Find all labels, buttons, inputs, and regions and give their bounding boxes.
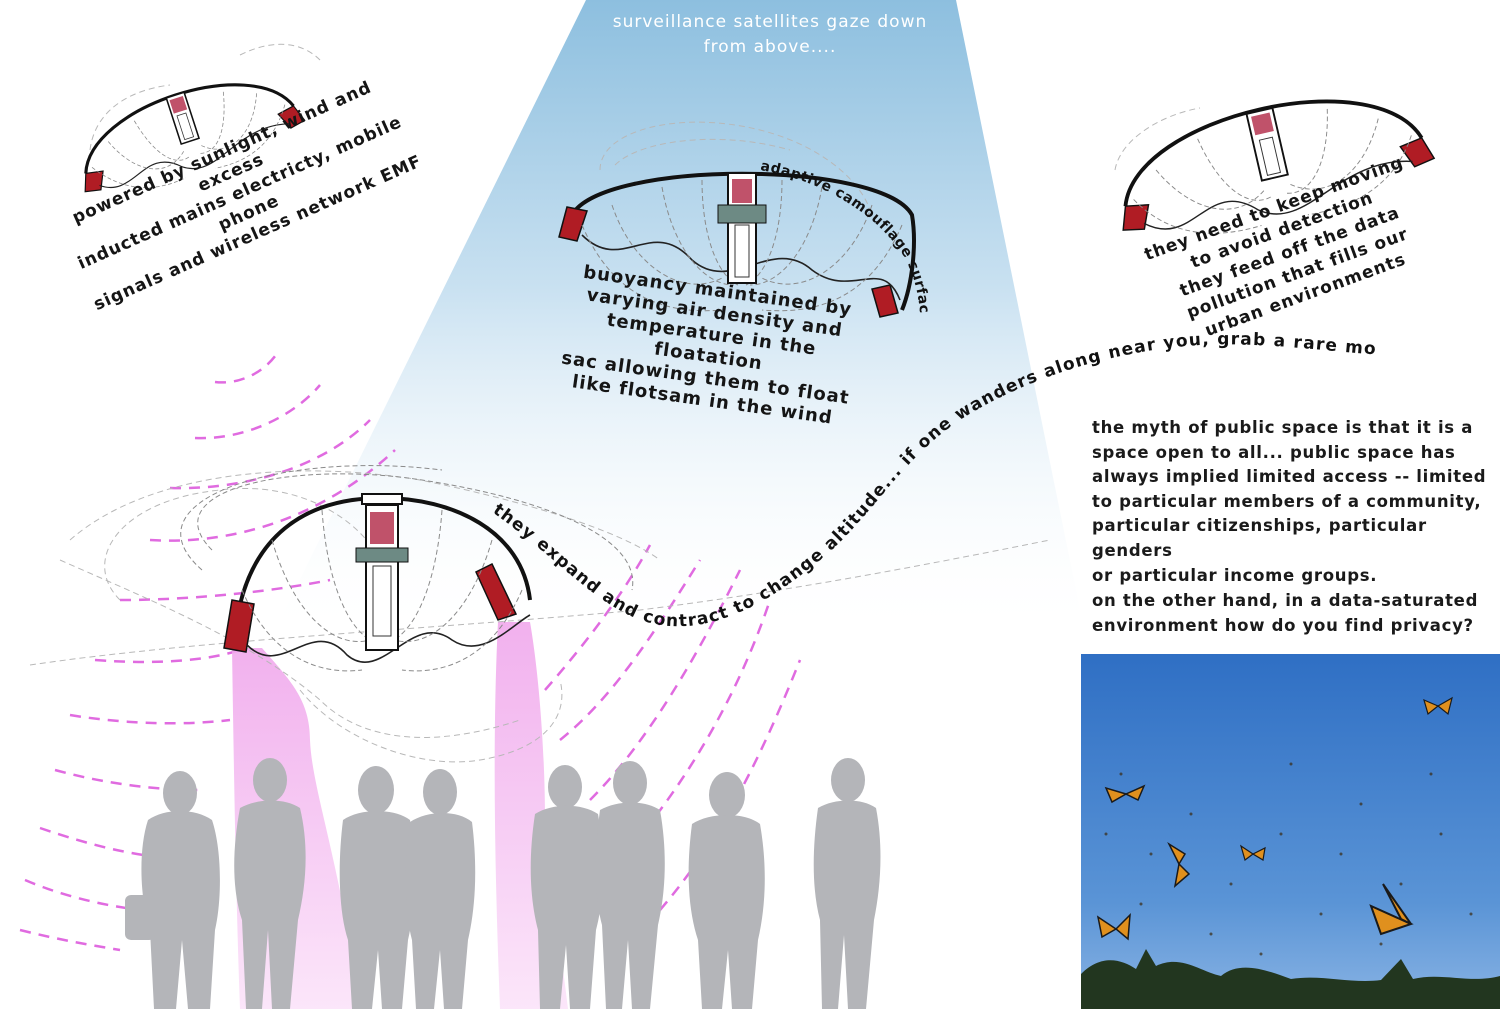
essay-p1-line-1: the myth of public space is that it is a [1092, 418, 1474, 437]
crowd [125, 758, 881, 1009]
jellyfish-center-icon [558, 171, 916, 318]
monarch-butterfly-icon [1369, 883, 1414, 936]
monarch-butterfly-icon [1167, 841, 1191, 888]
essay-p1-line-6: or particular income groups. [1092, 565, 1378, 585]
human-silhouette-icon [813, 758, 881, 1009]
human-silhouette-icon [125, 771, 220, 1009]
satellite-caption-line-1: surveillance satellites gaze down [612, 12, 928, 32]
human-silhouette-icon [234, 758, 306, 1009]
satellite-caption: surveillance satellites gaze down from a… [560, 10, 980, 60]
treeline [1081, 949, 1500, 1009]
human-silhouette-icon [595, 761, 665, 1009]
human-silhouette-icon [339, 766, 415, 1009]
satellite-beam [270, 0, 1080, 640]
essay-p2-line-1: on the other hand, in a data-saturated [1092, 591, 1479, 610]
monarch-butterfly-icon [1096, 913, 1131, 941]
monarch-butterfly-icon [1423, 696, 1453, 716]
essay-p1-line-2: space open to all... public space has [1092, 442, 1456, 462]
jellyfish-large-icon [180, 465, 634, 672]
butterfly-photo [1081, 654, 1500, 1009]
essay-p1-line-3: always implied limited access -- limited [1092, 467, 1487, 487]
human-silhouette-icon [688, 772, 765, 1009]
satellite-caption-line-2: from above.... [703, 37, 837, 57]
human-silhouette-icon [385, 769, 476, 1009]
jellyfish-top-right-icon [1122, 99, 1436, 234]
essay-p2-line-2: environment how do you find privacy? [1092, 615, 1474, 635]
essay-p1-line-5: particular citizenships, particular gend… [1092, 516, 1427, 560]
monarch-butterfly-icon [1239, 844, 1266, 862]
jellyfish-top-left-icon [84, 83, 306, 193]
butterfly-speckles [1104, 762, 1473, 956]
essay-paragraph-2: on the other hand, in a data-saturated e… [1092, 589, 1492, 638]
wind-trails [29, 43, 1201, 763]
monarch-butterfly-icon [1104, 784, 1146, 804]
human-silhouette-icon [530, 765, 604, 1009]
essay-paragraph-1: the myth of public space is that it is a… [1092, 416, 1492, 588]
essay-p1-line-4: to particular members of a community, [1092, 491, 1482, 511]
